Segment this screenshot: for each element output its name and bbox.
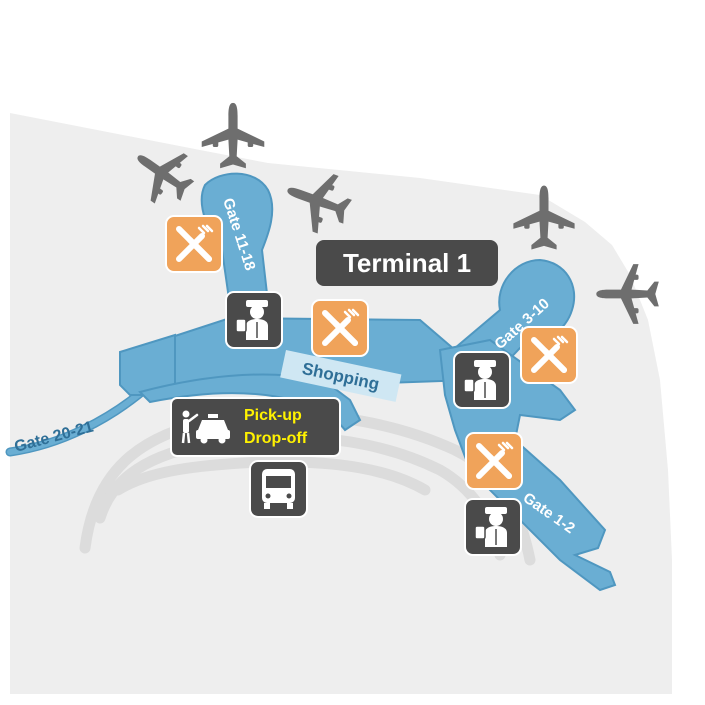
fork-knife-icon — [166, 216, 222, 272]
pickup-dropoff-box: Pick-up Drop-off — [170, 397, 341, 457]
security-officer-icon — [464, 498, 522, 556]
fork-knife-icon — [521, 327, 577, 383]
pickup-label: Pick-up — [244, 407, 302, 424]
terminal-title: Terminal 1 — [343, 248, 471, 278]
shopping-area — [280, 350, 402, 402]
dropoff-label: Drop-off — [244, 430, 308, 447]
bus-icon — [249, 460, 308, 518]
security-officer-icon — [453, 351, 511, 409]
security-officer-icon — [225, 291, 283, 349]
fork-knife-icon — [466, 433, 522, 489]
taxi-icon — [181, 410, 230, 444]
terminal-label-box — [316, 240, 498, 286]
fork-knife-icon — [312, 300, 368, 356]
